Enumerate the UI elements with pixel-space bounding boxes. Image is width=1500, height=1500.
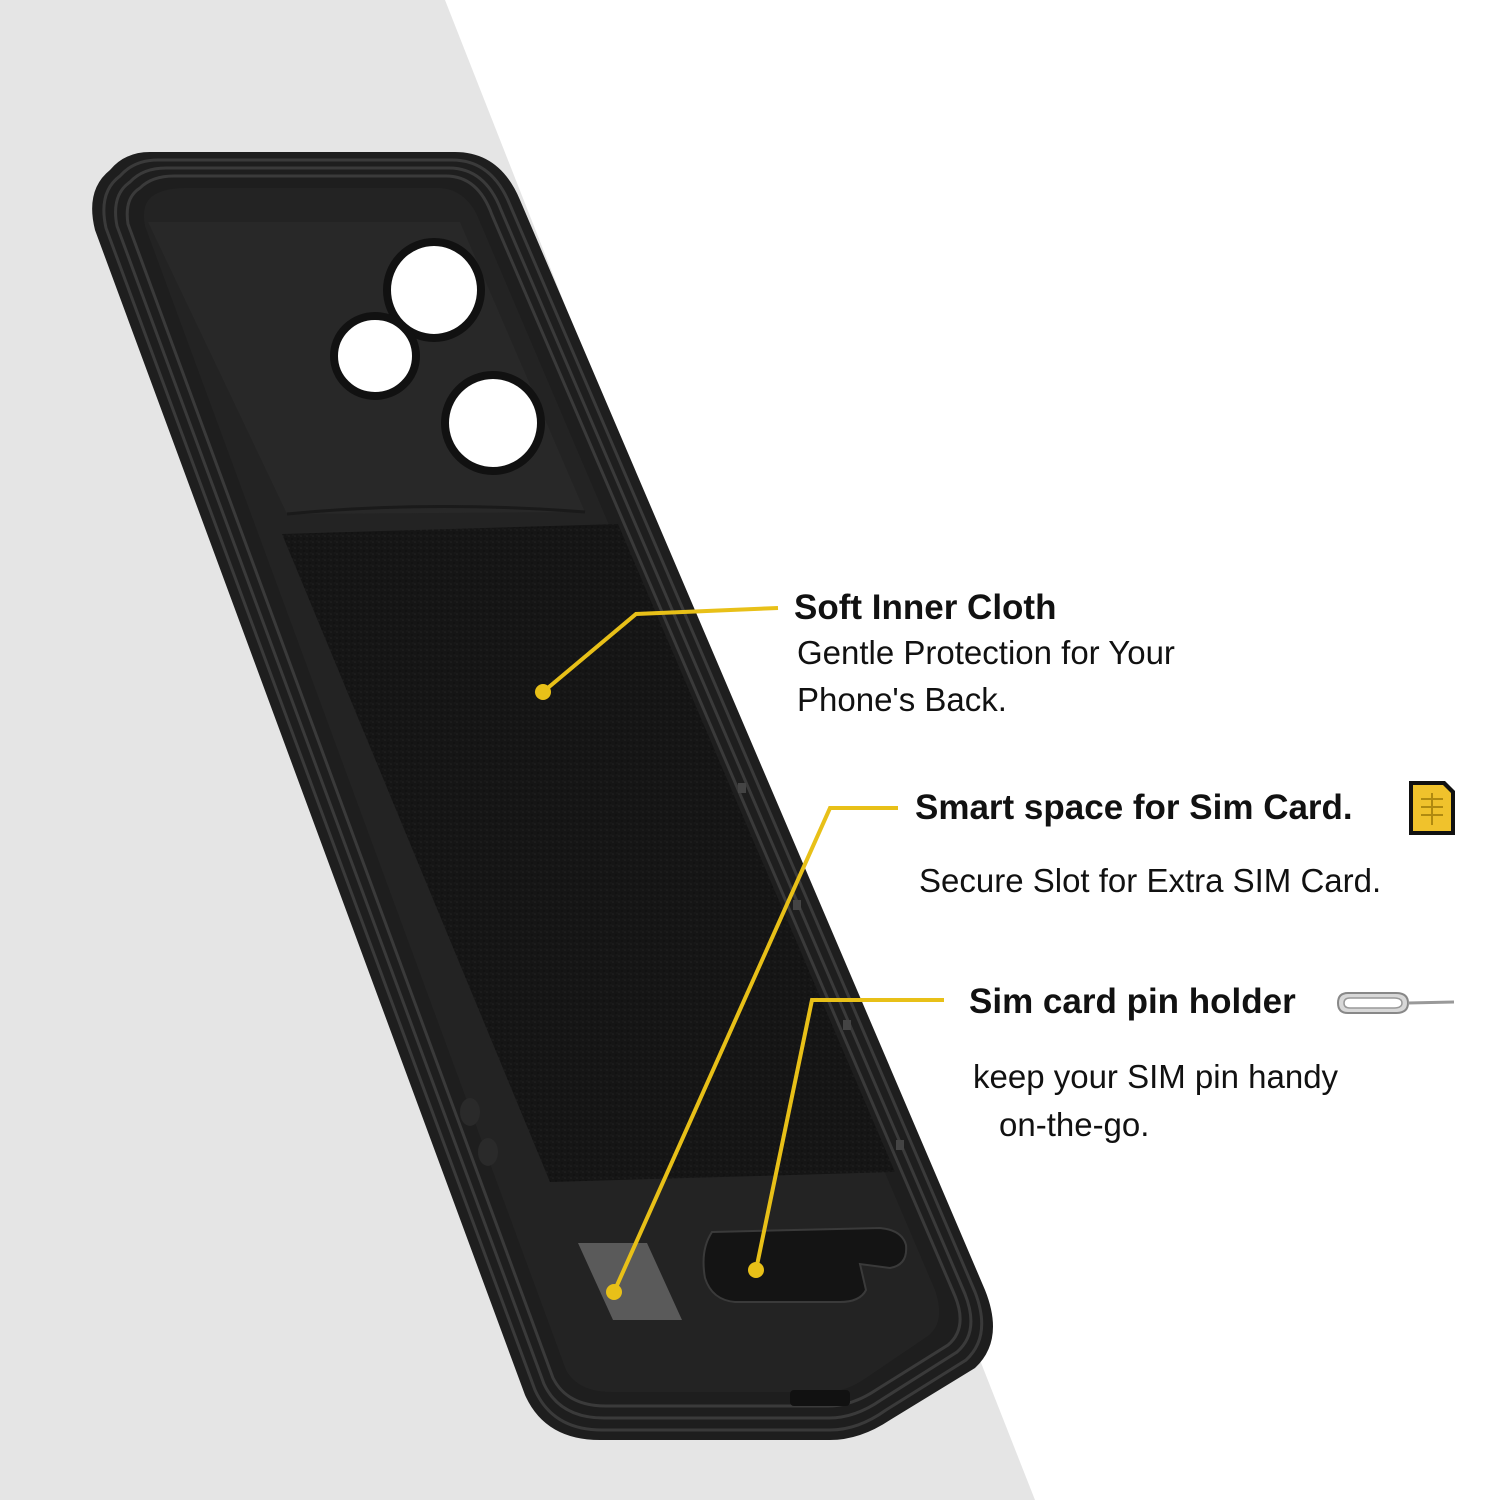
pin-title: Sim card pin holder bbox=[969, 982, 1296, 1021]
camera-hole-bottom bbox=[441, 371, 545, 475]
sim-card-slot bbox=[578, 1243, 682, 1320]
sim-desc: Secure Slot for Extra SIM Card. bbox=[919, 862, 1382, 899]
cloth-desc-line2: Phone's Back. bbox=[797, 681, 1007, 718]
wall-marker bbox=[738, 783, 746, 793]
camera-hole-left bbox=[330, 312, 420, 400]
camera-cutouts bbox=[330, 238, 545, 475]
sim-ejector-pin-icon bbox=[1336, 992, 1455, 1014]
pin-desc-line2: on-the-go. bbox=[999, 1106, 1150, 1143]
callout-dot-sim bbox=[606, 1284, 622, 1300]
callout-line-cloth bbox=[541, 606, 779, 694]
side-button bbox=[478, 1138, 498, 1166]
pin-desc-line1: keep your SIM pin handy bbox=[973, 1058, 1339, 1095]
soft-inner-cloth bbox=[282, 524, 895, 1182]
callout-line-sim bbox=[612, 806, 898, 1293]
side-button bbox=[460, 1098, 480, 1126]
case-rim-ridge bbox=[114, 166, 973, 1420]
pin-holder-slot bbox=[702, 1226, 908, 1303]
case-rim-ridge bbox=[102, 158, 984, 1432]
cloth-title: Soft Inner Cloth bbox=[794, 588, 1057, 627]
wall-marker bbox=[896, 1140, 904, 1150]
sim-card-icon bbox=[1409, 781, 1455, 835]
wall-marker bbox=[793, 900, 801, 910]
sim-title: Smart space for Sim Card. bbox=[915, 788, 1353, 827]
camera-hole-top bbox=[383, 238, 485, 342]
callout-line-pin bbox=[754, 998, 944, 1271]
callout-dot-cloth bbox=[535, 684, 551, 700]
bottom-port bbox=[790, 1390, 850, 1406]
callout-dot-pin bbox=[748, 1262, 764, 1278]
wall-marker bbox=[843, 1020, 851, 1030]
cloth-desc-line1: Gentle Protection for Your bbox=[797, 634, 1175, 671]
camera-plate-curve bbox=[286, 504, 586, 516]
